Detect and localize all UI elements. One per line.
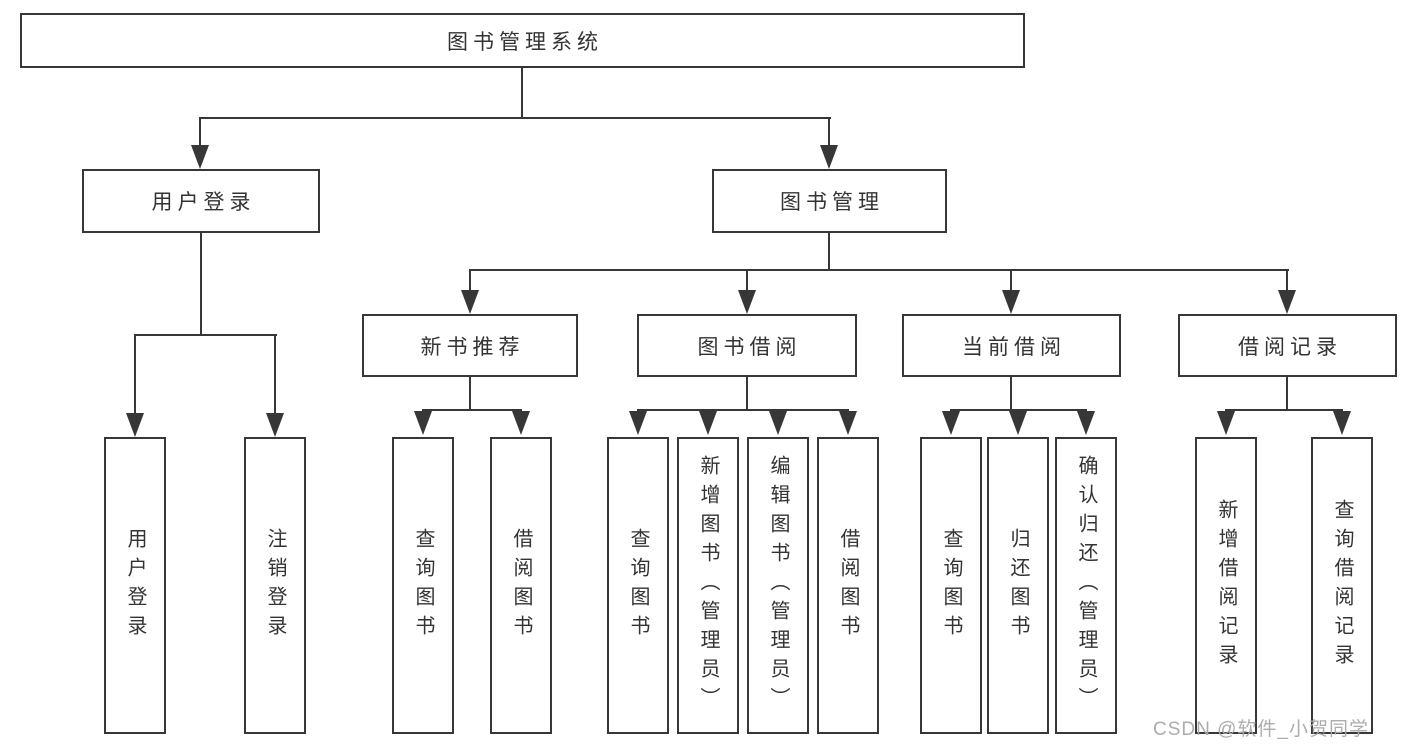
leaf-confirm-return-admin-label: 确认归还（管理员）	[1075, 455, 1097, 716]
arrowhead-icon	[820, 145, 838, 169]
connector-line	[1225, 409, 1343, 411]
node-book-management-label: 图书管理	[780, 191, 884, 214]
leaf-query-books-borrowing: 查询图书	[607, 437, 669, 734]
node-book-management: 图书管理	[712, 169, 947, 233]
arrowhead-icon	[839, 411, 857, 435]
leaf-user-login: 用户登录	[104, 437, 166, 734]
connector-line	[422, 409, 522, 411]
node-new-book-recommend: 新书推荐	[362, 314, 578, 377]
node-current-borrowing-label: 当前借阅	[962, 335, 1066, 359]
connector-line	[469, 269, 1289, 271]
arrowhead-icon	[1009, 411, 1027, 435]
leaf-query-books-current-label: 查询图书	[940, 527, 962, 644]
leaf-borrow-books-recommend-label: 借阅图书	[510, 527, 532, 644]
connector-line	[828, 233, 830, 271]
arrowhead-icon	[699, 411, 717, 435]
connector-line	[134, 334, 136, 416]
leaf-return-books: 归还图书	[987, 437, 1049, 734]
arrowhead-icon	[414, 411, 432, 435]
connector-line	[1010, 269, 1012, 293]
leaf-borrow-books-recommend: 借阅图书	[490, 437, 552, 734]
leaf-user-login-label: 用户登录	[124, 527, 146, 644]
node-borrowing-records-label: 借阅记录	[1238, 335, 1342, 359]
arrowhead-icon	[191, 145, 209, 169]
leaf-query-books-recommend-label: 查询图书	[412, 527, 434, 644]
connector-line	[1286, 269, 1288, 293]
arrowhead-icon	[512, 411, 530, 435]
node-user-login: 用户登录	[82, 169, 320, 233]
arrowhead-icon	[1077, 411, 1095, 435]
connector-line	[746, 269, 748, 293]
csdn-watermark: CSDN @软件_小贺同学	[1153, 719, 1369, 740]
leaf-borrow-books: 借阅图书	[817, 437, 879, 734]
arrowhead-icon	[1217, 411, 1235, 435]
node-current-borrowing: 当前借阅	[902, 314, 1121, 377]
leaf-query-books-recommend: 查询图书	[392, 437, 454, 734]
leaf-logout: 注销登录	[244, 437, 306, 734]
leaf-confirm-return-admin: 确认归还（管理员）	[1055, 437, 1117, 734]
leaf-query-books-borrowing-label: 查询图书	[627, 527, 649, 644]
connector-line	[1286, 377, 1288, 411]
leaf-add-books-admin: 新增图书（管理员）	[677, 437, 739, 734]
leaf-logout-label: 注销登录	[264, 527, 286, 644]
connector-line	[1010, 377, 1012, 411]
connector-line	[199, 117, 831, 119]
arrowhead-icon	[629, 411, 647, 435]
connector-line	[950, 409, 1087, 411]
connector-line	[521, 68, 523, 119]
node-book-borrowing-label: 图书借阅	[697, 335, 802, 359]
leaf-add-borrow-record-label: 新增借阅记录	[1215, 498, 1237, 673]
node-user-login-label: 用户登录	[151, 191, 256, 214]
arrowhead-icon	[942, 411, 960, 435]
connector-line	[274, 334, 276, 416]
connector-line	[199, 117, 201, 148]
connector-line	[469, 269, 471, 293]
arrowhead-icon	[1002, 290, 1020, 314]
node-new-book-recommend-label: 新书推荐	[420, 335, 525, 359]
connector-line	[200, 233, 202, 336]
node-root-label: 图书管理系统	[447, 30, 603, 54]
connector-line	[469, 377, 471, 411]
leaf-return-books-label: 归还图书	[1007, 527, 1029, 644]
node-borrowing-records: 借阅记录	[1178, 314, 1397, 377]
arrowhead-icon	[1333, 411, 1351, 435]
arrowhead-icon	[461, 290, 479, 314]
leaf-borrow-books-label: 借阅图书	[837, 527, 859, 644]
leaf-query-borrow-record: 查询借阅记录	[1311, 437, 1373, 734]
connector-line	[637, 409, 849, 411]
arrowhead-icon	[769, 411, 787, 435]
arrowhead-icon	[1278, 290, 1296, 314]
leaf-query-borrow-record-label: 查询借阅记录	[1331, 498, 1353, 673]
connector-line	[828, 117, 830, 148]
leaf-add-borrow-record: 新增借阅记录	[1195, 437, 1257, 734]
connector-line	[746, 377, 748, 411]
leaf-edit-books-admin: 编辑图书（管理员）	[747, 437, 809, 734]
arrowhead-icon	[126, 413, 144, 437]
leaf-edit-books-admin-label: 编辑图书（管理员）	[767, 455, 789, 716]
leaf-query-books-current: 查询图书	[920, 437, 982, 734]
node-book-borrowing: 图书借阅	[637, 314, 857, 377]
node-root-library-system: 图书管理系统	[20, 13, 1025, 68]
arrowhead-icon	[266, 413, 284, 437]
leaf-add-books-admin-label: 新增图书（管理员）	[697, 455, 719, 716]
arrowhead-icon	[738, 290, 756, 314]
connector-line	[134, 334, 277, 336]
